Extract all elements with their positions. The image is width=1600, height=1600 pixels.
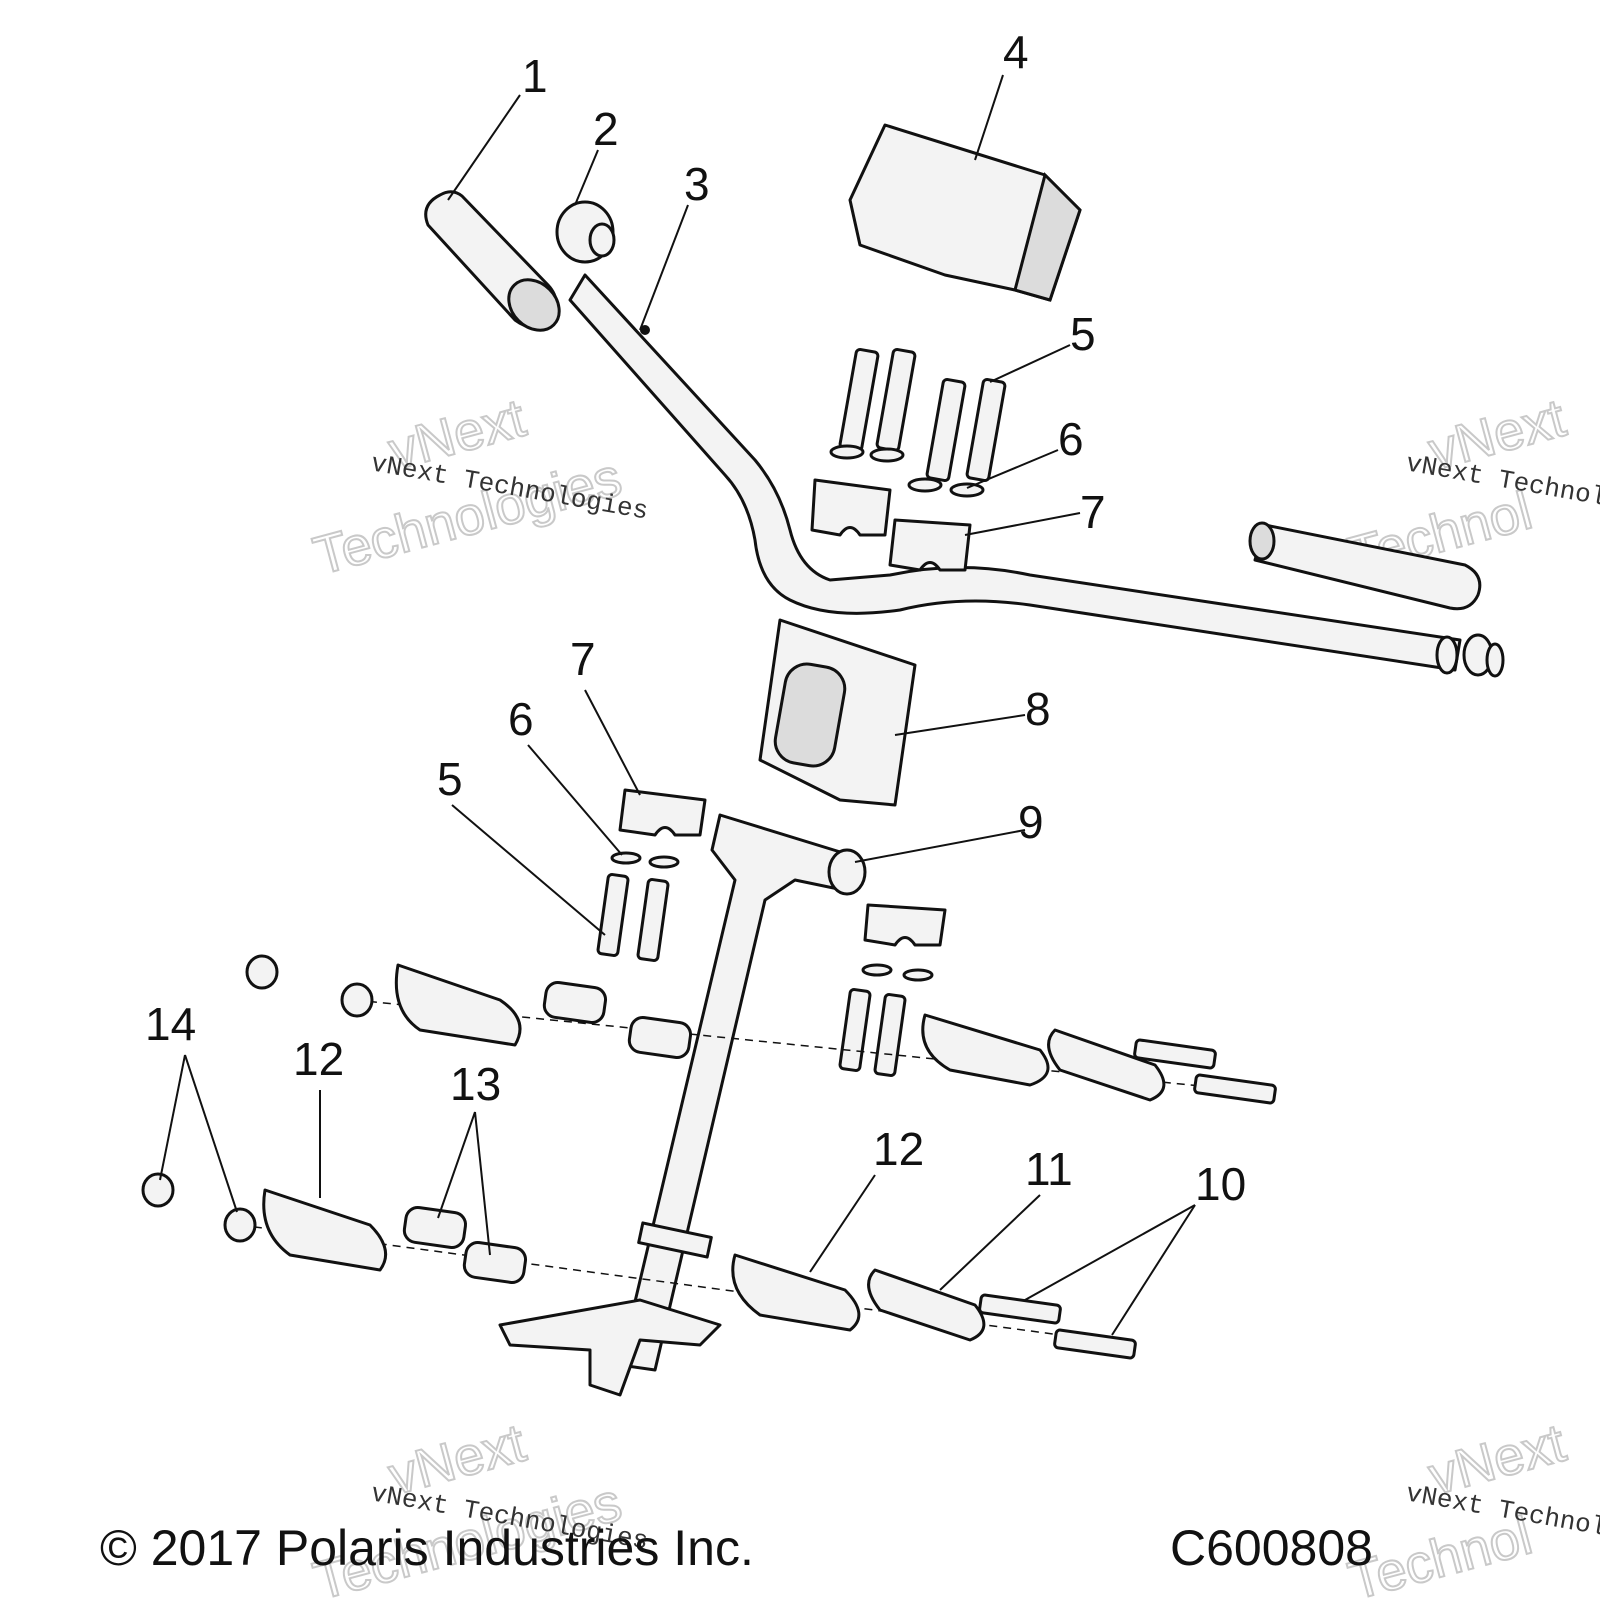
callout-11: 11 <box>1025 1143 1073 1195</box>
callout-3: 3 <box>684 158 710 210</box>
copyright-text: © 2017 Polaris Industries Inc. <box>100 1520 754 1576</box>
callout-7-lower: 7 <box>570 633 596 685</box>
part-bar-end-plug-right <box>1462 633 1505 678</box>
callout-8: 8 <box>1025 683 1051 735</box>
part-bolts-upper <box>838 347 1007 483</box>
part-grip-left <box>424 190 561 332</box>
part-linkage-upper-row <box>245 954 1277 1105</box>
callout-13: 13 <box>450 1058 501 1110</box>
callout-1: 1 <box>522 50 548 102</box>
callout-9: 9 <box>1018 796 1044 848</box>
callout-6-lower: 6 <box>508 693 534 745</box>
footer: © 2017 Polaris Industries Inc. C600808 <box>100 1520 1373 1576</box>
leader-lines <box>159 74 1196 1336</box>
part-grip-right <box>1248 521 1482 611</box>
callout-10: 10 <box>1195 1158 1246 1210</box>
callout-5-upper: 5 <box>1070 308 1096 360</box>
part-linkage-lower-row <box>141 1172 1137 1360</box>
part-handlebar <box>568 273 1462 675</box>
callout-5-lower: 5 <box>437 753 463 805</box>
figure-code: C600808 <box>1170 1520 1373 1576</box>
callout-12-left: 12 <box>293 1033 344 1085</box>
callout-labels: 1 2 3 4 5 6 7 8 7 6 5 9 14 12 13 12 11 1… <box>145 26 1246 1210</box>
callout-6-upper: 6 <box>1058 413 1084 465</box>
part-riser-block <box>758 618 917 807</box>
part-steering-post <box>498 813 867 1397</box>
part-clamps-upper <box>810 478 972 572</box>
part-clamp-lower-left <box>596 788 707 962</box>
callout-14: 14 <box>145 998 196 1050</box>
callout-4: 4 <box>1003 26 1029 78</box>
callout-2: 2 <box>593 103 619 155</box>
part-handlebar-pad <box>848 123 1082 302</box>
callout-7-upper: 7 <box>1080 486 1106 538</box>
part-bar-end-plug-left <box>555 200 616 264</box>
callout-12-right: 12 <box>873 1123 924 1175</box>
part-washers-upper <box>829 444 985 498</box>
